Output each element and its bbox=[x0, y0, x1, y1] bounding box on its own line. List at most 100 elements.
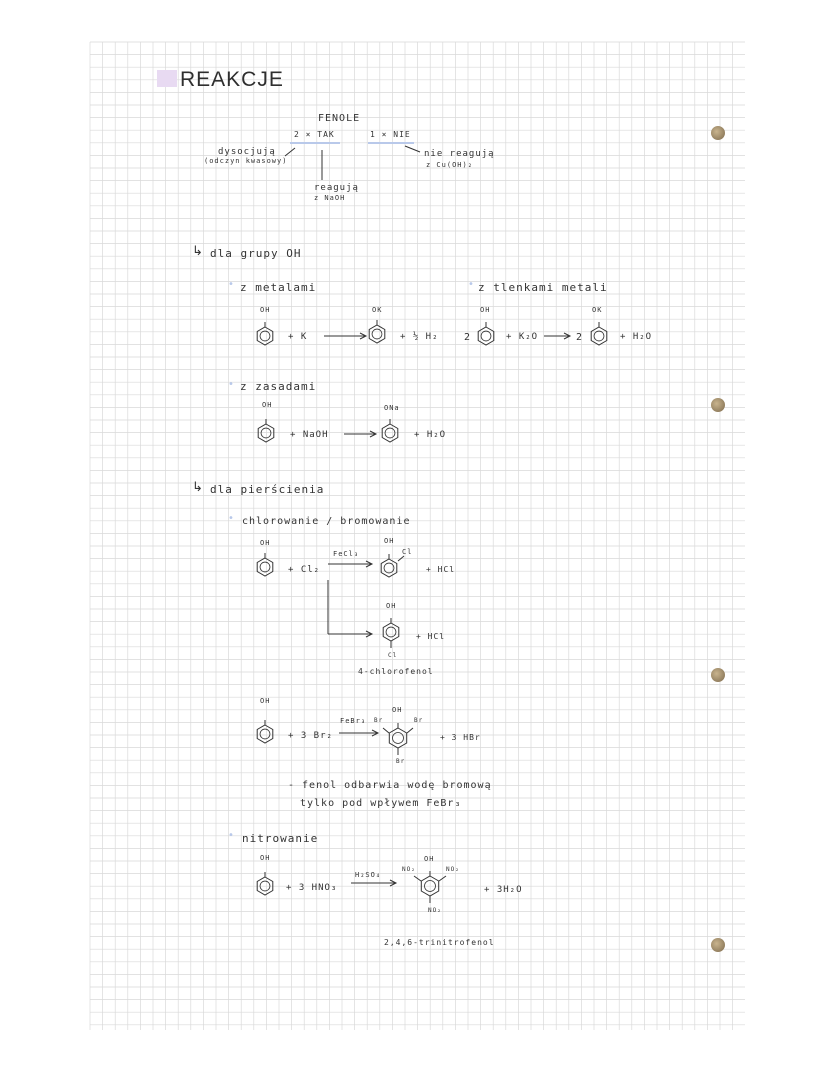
benzene-ring bbox=[257, 419, 275, 443]
reagent-k2o: + K₂O bbox=[506, 332, 539, 342]
coef-2a: 2 bbox=[464, 332, 472, 343]
note-line-1: - fenol odbarwia wodę bromową bbox=[288, 780, 492, 791]
product-1-cl: Cl bbox=[402, 548, 413, 556]
cl-bond bbox=[397, 555, 405, 562]
product-3h2o: + 3H₂O bbox=[484, 885, 523, 895]
no2-bond bbox=[413, 875, 422, 882]
br-bond bbox=[406, 727, 414, 734]
product-h2: + ½ H₂ bbox=[400, 332, 439, 342]
tree-diss-2: (odczyn kwasowy) bbox=[204, 157, 288, 165]
tnp-no2-right: NO₂ bbox=[446, 866, 460, 873]
product-3hbr: + 3 HBr bbox=[440, 733, 481, 742]
benzene-ring bbox=[380, 554, 398, 578]
reagent-k: + K bbox=[288, 332, 308, 342]
product-1-oh: OH bbox=[384, 537, 395, 545]
reagent-br2: + 3 Br₂ bbox=[288, 731, 333, 741]
reaction-arrow bbox=[344, 430, 378, 438]
reaction-arrow bbox=[328, 560, 374, 568]
product-ok-label-2: OK bbox=[592, 306, 603, 314]
tnp-oh: OH bbox=[424, 855, 435, 863]
benzene-ring bbox=[256, 322, 274, 346]
metals-label: z metalami bbox=[240, 281, 317, 294]
note-line-2: tylko pod wpływem FeBr₃ bbox=[300, 798, 462, 809]
reaction-arrow bbox=[324, 332, 368, 340]
product-2-oh: OH bbox=[386, 602, 397, 610]
product-h2o: + H₂O bbox=[620, 332, 653, 342]
tree-branches bbox=[284, 145, 421, 180]
benzene-ring bbox=[477, 322, 495, 346]
section-oh-heading: dla grupy OH bbox=[210, 247, 302, 260]
reagent-cl2: + Cl₂ bbox=[288, 565, 321, 575]
product-h2o-2: + H₂O bbox=[414, 430, 447, 440]
catalyst-h2so4: H₂SO₄ bbox=[355, 871, 382, 879]
tree-nie-1: nie reagują bbox=[424, 149, 495, 159]
tree-react-1: reagują bbox=[314, 183, 359, 193]
tnp-name: 2,4,6-trinitrofenol bbox=[384, 938, 495, 947]
tree-left: 2 × TAK bbox=[294, 130, 335, 139]
tree-right: 1 × NIE bbox=[370, 130, 411, 139]
product-ona-label: ONa bbox=[384, 404, 400, 412]
tribromo-br-bottom: Br bbox=[396, 758, 406, 765]
reaction-arrow bbox=[328, 630, 374, 638]
bullet-icon: • bbox=[228, 379, 234, 390]
tribromo-oh: OH bbox=[392, 706, 403, 714]
bullet-icon: • bbox=[468, 279, 474, 290]
phenol-oh-label-5: OH bbox=[260, 697, 271, 705]
halogenation-label: chlorowanie / bromowanie bbox=[242, 516, 411, 527]
tree-root: FENOLE bbox=[318, 113, 361, 124]
bullet-icon: • bbox=[228, 513, 234, 524]
page-title: REAKCJE bbox=[180, 68, 284, 91]
benzene-ring bbox=[382, 618, 400, 642]
coef-2b: 2 bbox=[576, 332, 584, 343]
tree-right-underline bbox=[368, 142, 414, 144]
br-bond bbox=[382, 727, 390, 734]
bases-label: z zasadami bbox=[240, 380, 317, 393]
benzene-ring bbox=[420, 871, 440, 897]
arrow-icon: ↳ bbox=[192, 244, 203, 259]
reaction-arrow bbox=[339, 729, 380, 737]
punch-hole-1 bbox=[711, 126, 725, 140]
reagent-naoh: + NaOH bbox=[290, 430, 329, 440]
product-1-hcl: + HCl bbox=[426, 565, 456, 574]
benzene-ring bbox=[368, 320, 386, 344]
benzene-ring bbox=[590, 322, 608, 346]
tree-nie-2: z Cu(OH)₂ bbox=[426, 161, 473, 169]
reaction-arrow bbox=[351, 879, 398, 887]
reaction-arrow bbox=[544, 332, 572, 340]
phenol-oh-label-3: OH bbox=[262, 401, 273, 409]
arrow-icon: ↳ bbox=[192, 480, 203, 495]
tnp-no2-left: NO₂ bbox=[402, 866, 416, 873]
reagent-hno3: + 3 HNO₃ bbox=[286, 883, 338, 893]
punch-hole-4 bbox=[711, 938, 725, 952]
benzene-ring bbox=[256, 553, 274, 577]
benzene-ring bbox=[256, 720, 274, 744]
tnp-no2-bottom: NO₂ bbox=[428, 907, 442, 914]
oxides-label: z tlenkami metali bbox=[478, 281, 608, 294]
bullet-icon: • bbox=[228, 830, 234, 841]
product-2-name: 4-chlorofenol bbox=[358, 667, 434, 676]
tree-react-2: z NaOH bbox=[314, 194, 346, 202]
no2-bond bbox=[438, 875, 447, 882]
tribromo-br-right: Br bbox=[414, 717, 424, 724]
tree-left-underline bbox=[290, 142, 340, 144]
product-ok-label: OK bbox=[372, 306, 383, 314]
catalyst-fecl3: FeCl₃ bbox=[333, 550, 360, 558]
punch-hole-2 bbox=[711, 398, 725, 412]
product-2-hcl: + HCl bbox=[416, 632, 446, 641]
tree-diss-1: dysocjują bbox=[218, 147, 276, 157]
tribromo-br-left: Br bbox=[374, 717, 384, 724]
benzene-ring bbox=[388, 723, 408, 749]
benzene-ring bbox=[256, 872, 274, 896]
phenol-oh-label-2: OH bbox=[480, 306, 491, 314]
phenol-oh-label-6: OH bbox=[260, 854, 271, 862]
phenol-oh-label-4: OH bbox=[260, 539, 271, 547]
title-highlight bbox=[157, 70, 177, 87]
phenol-oh-label: OH bbox=[260, 306, 271, 314]
section-ring-heading: dla pierścienia bbox=[210, 483, 325, 496]
product-2-cl: Cl bbox=[388, 652, 398, 659]
nitration-label: nitrowanie bbox=[242, 832, 319, 845]
catalyst-febr3: FeBr₃ bbox=[340, 717, 367, 725]
